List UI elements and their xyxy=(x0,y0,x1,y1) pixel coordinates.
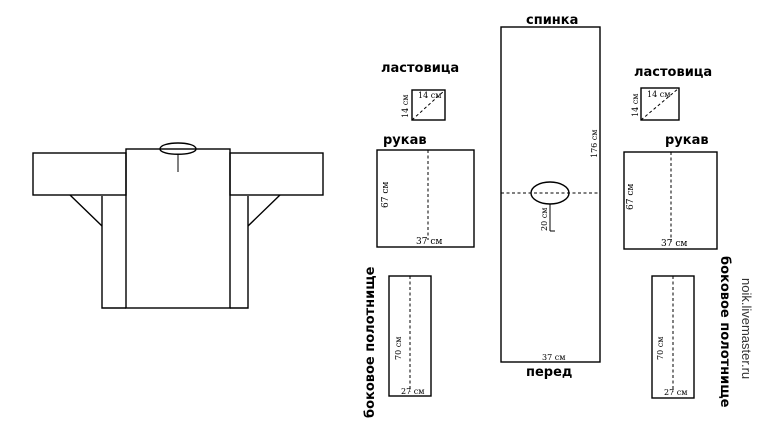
gusset-right-width: 14 см xyxy=(647,90,670,99)
body-length: 176 см xyxy=(590,129,599,158)
side-left-title: боковое полотнище xyxy=(363,266,378,418)
body-back-title: спинка xyxy=(526,13,578,28)
shirt-left-side-panel xyxy=(101,196,126,309)
sleeve-left-width: 37 см xyxy=(416,237,442,247)
shirt-left-sleeve xyxy=(32,152,127,196)
body-width: 37 см xyxy=(542,353,565,362)
assembled-shirt xyxy=(32,142,324,309)
shirt-left-gusset-line xyxy=(69,194,103,227)
side-right-width: 27 см xyxy=(664,388,687,397)
sleeve-right-piece xyxy=(623,151,718,250)
shirt-right-gusset-line xyxy=(247,194,281,227)
side-left-piece xyxy=(388,275,432,397)
shirt-right-sleeve xyxy=(229,152,324,196)
sleeve-left-height: 67 см xyxy=(381,182,391,208)
slit-length: 20 см xyxy=(540,208,549,231)
side-left-width: 27 см xyxy=(401,387,424,396)
side-right-title: боковое полотнище xyxy=(717,256,732,408)
shirt-collar xyxy=(159,142,197,155)
watermark: noik.livemaster.ru xyxy=(739,278,754,379)
gusset-right-height: 14 см xyxy=(631,94,640,117)
gusset-left-height: 14 см xyxy=(401,95,410,118)
sleeve-right-height: 67 см xyxy=(626,184,636,210)
body-piece xyxy=(500,26,601,363)
side-left-height: 70 см xyxy=(394,337,403,360)
body-front-title: перед xyxy=(526,365,572,380)
side-right-height: 70 см xyxy=(656,337,665,360)
gusset-right-title: ластовица xyxy=(634,65,712,80)
shirt-body xyxy=(125,148,231,309)
sleeve-right-width: 37 см xyxy=(661,239,687,249)
gusset-right-piece xyxy=(640,87,680,121)
side-right-piece xyxy=(651,275,695,399)
sleeve-left-title: рукав xyxy=(383,133,427,148)
gusset-left-piece xyxy=(411,89,446,121)
sleeve-right-title: рукав xyxy=(665,133,709,148)
sleeve-left-piece xyxy=(376,149,475,248)
gusset-left-width: 14 см xyxy=(418,91,441,100)
shirt-right-side-panel xyxy=(230,196,249,309)
gusset-left-title: ластовица xyxy=(381,61,459,76)
